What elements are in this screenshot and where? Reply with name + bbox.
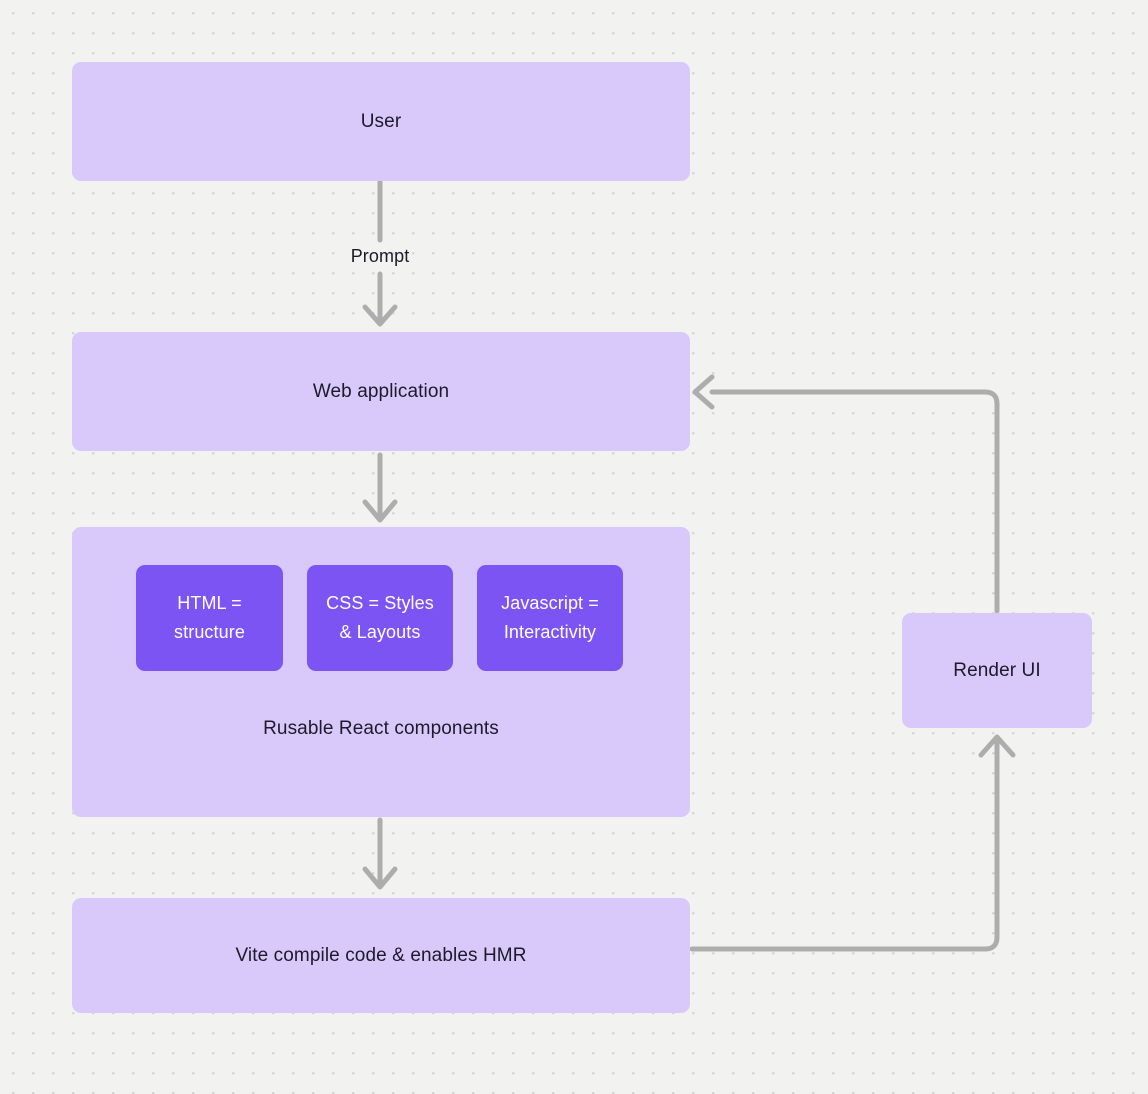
node-vite[interactable]: Vite compile code & enables HMR (72, 898, 690, 1013)
edge-components-to-vite-arrowhead (362, 866, 398, 890)
node-web-application[interactable]: Web application (72, 332, 690, 451)
node-javascript-box-line2: Interactivity (503, 622, 597, 642)
node-components-group-caption: Rusable React components (72, 718, 690, 740)
node-css-box-line1: CSS = Styles (326, 593, 434, 614)
edge-user-to-web-arrowhead (362, 304, 398, 327)
edge-render-to-web-arrowhead (692, 374, 715, 410)
edge-web-to-components-arrowhead (362, 499, 398, 523)
node-vite-label: Vite compile code & enables HMR (235, 944, 527, 966)
node-components-group-caption-text: Rusable React components (263, 718, 499, 739)
node-user-label: User (360, 110, 402, 132)
node-css-box[interactable]: CSS = Styles & Layouts (307, 565, 453, 671)
node-html-box-line2: structure (174, 622, 245, 642)
node-javascript-box[interactable]: Javascript = Interactivity (477, 565, 623, 671)
node-render-ui-label: Render UI (953, 659, 1041, 681)
edge-render-to-web-line (709, 389, 1000, 614)
edge-label-prompt: Prompt (320, 246, 440, 267)
node-css-box-line2: & Layouts (339, 622, 421, 642)
edge-vite-to-render-arrowhead (978, 734, 1016, 758)
node-html-box-line1: HTML = (177, 593, 242, 614)
node-web-application-label: Web application (312, 380, 450, 402)
node-render-ui[interactable]: Render UI (902, 613, 1092, 728)
node-javascript-box-line1: Javascript = (501, 593, 599, 614)
edge-vite-to-render-line (689, 736, 1000, 952)
edge-label-prompt-text: Prompt (350, 246, 410, 266)
node-html-box[interactable]: HTML = structure (136, 565, 283, 671)
node-user[interactable]: User (72, 62, 690, 181)
